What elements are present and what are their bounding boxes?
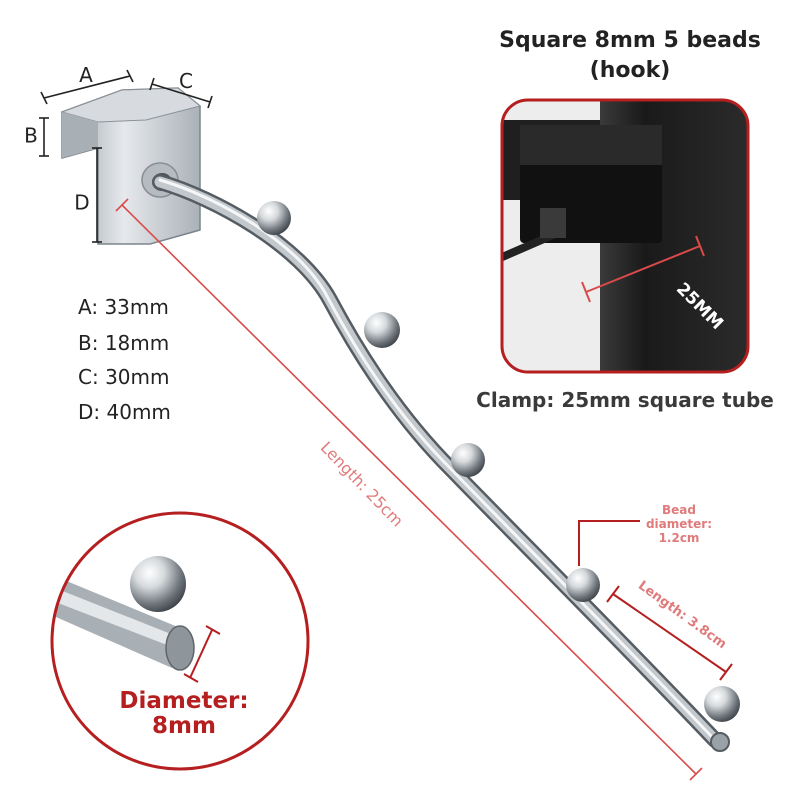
spec-row: B: 18mm [78,331,169,355]
bead-diameter-line: Bead [662,503,696,517]
bracket-clamp [60,87,202,245]
spec-value: 30mm [105,365,170,389]
bead-diameter-value: 1.2cm [658,531,700,545]
bead [364,312,400,348]
bead [451,443,485,477]
rod-diameter-value: 8mm [152,713,216,739]
bead [566,568,600,602]
spec-label: A: [78,295,99,319]
dimension-letter-c: C [179,69,193,93]
bead [257,201,291,235]
spec-label: D: [78,400,101,424]
dimension-letter-a: A [79,63,93,87]
spec-value: 33mm [104,295,169,319]
length-label: Length: 25cm [317,438,407,531]
bead [704,686,740,722]
bead-diameter-leader [578,520,640,566]
spec-row: D: 40mm [78,400,171,424]
dimension-lines [39,69,213,243]
spec-value: 18mm [104,331,170,355]
clamp-caption: Clamp: 25mm square tube [476,388,774,412]
product-subtitle: (hook) [589,58,671,83]
bead-diameter-label: Bead diameter: 1.2cm [634,503,724,545]
spec-value: 40mm [106,400,171,424]
rod-diameter-inset [50,511,310,771]
dimension-letter-d: D [74,191,89,215]
product-title: Square 8mm 5 beads [499,28,761,53]
beads [257,201,740,722]
dimension-letter-b: B [24,124,38,148]
bead-spacing-dimension-line [606,585,733,681]
length-dimension-line [115,198,703,781]
rod-diameter-label: Diameter: [119,688,249,714]
spec-label: B: [78,331,99,355]
spec-label: C: [78,365,99,389]
spec-row: C: 30mm [78,365,169,389]
rod-end-cap [710,732,730,752]
clamp-inset: 25MM [500,98,750,374]
spec-row: A: 33mm [78,295,169,319]
bead-diameter-line: diameter: [645,517,713,531]
